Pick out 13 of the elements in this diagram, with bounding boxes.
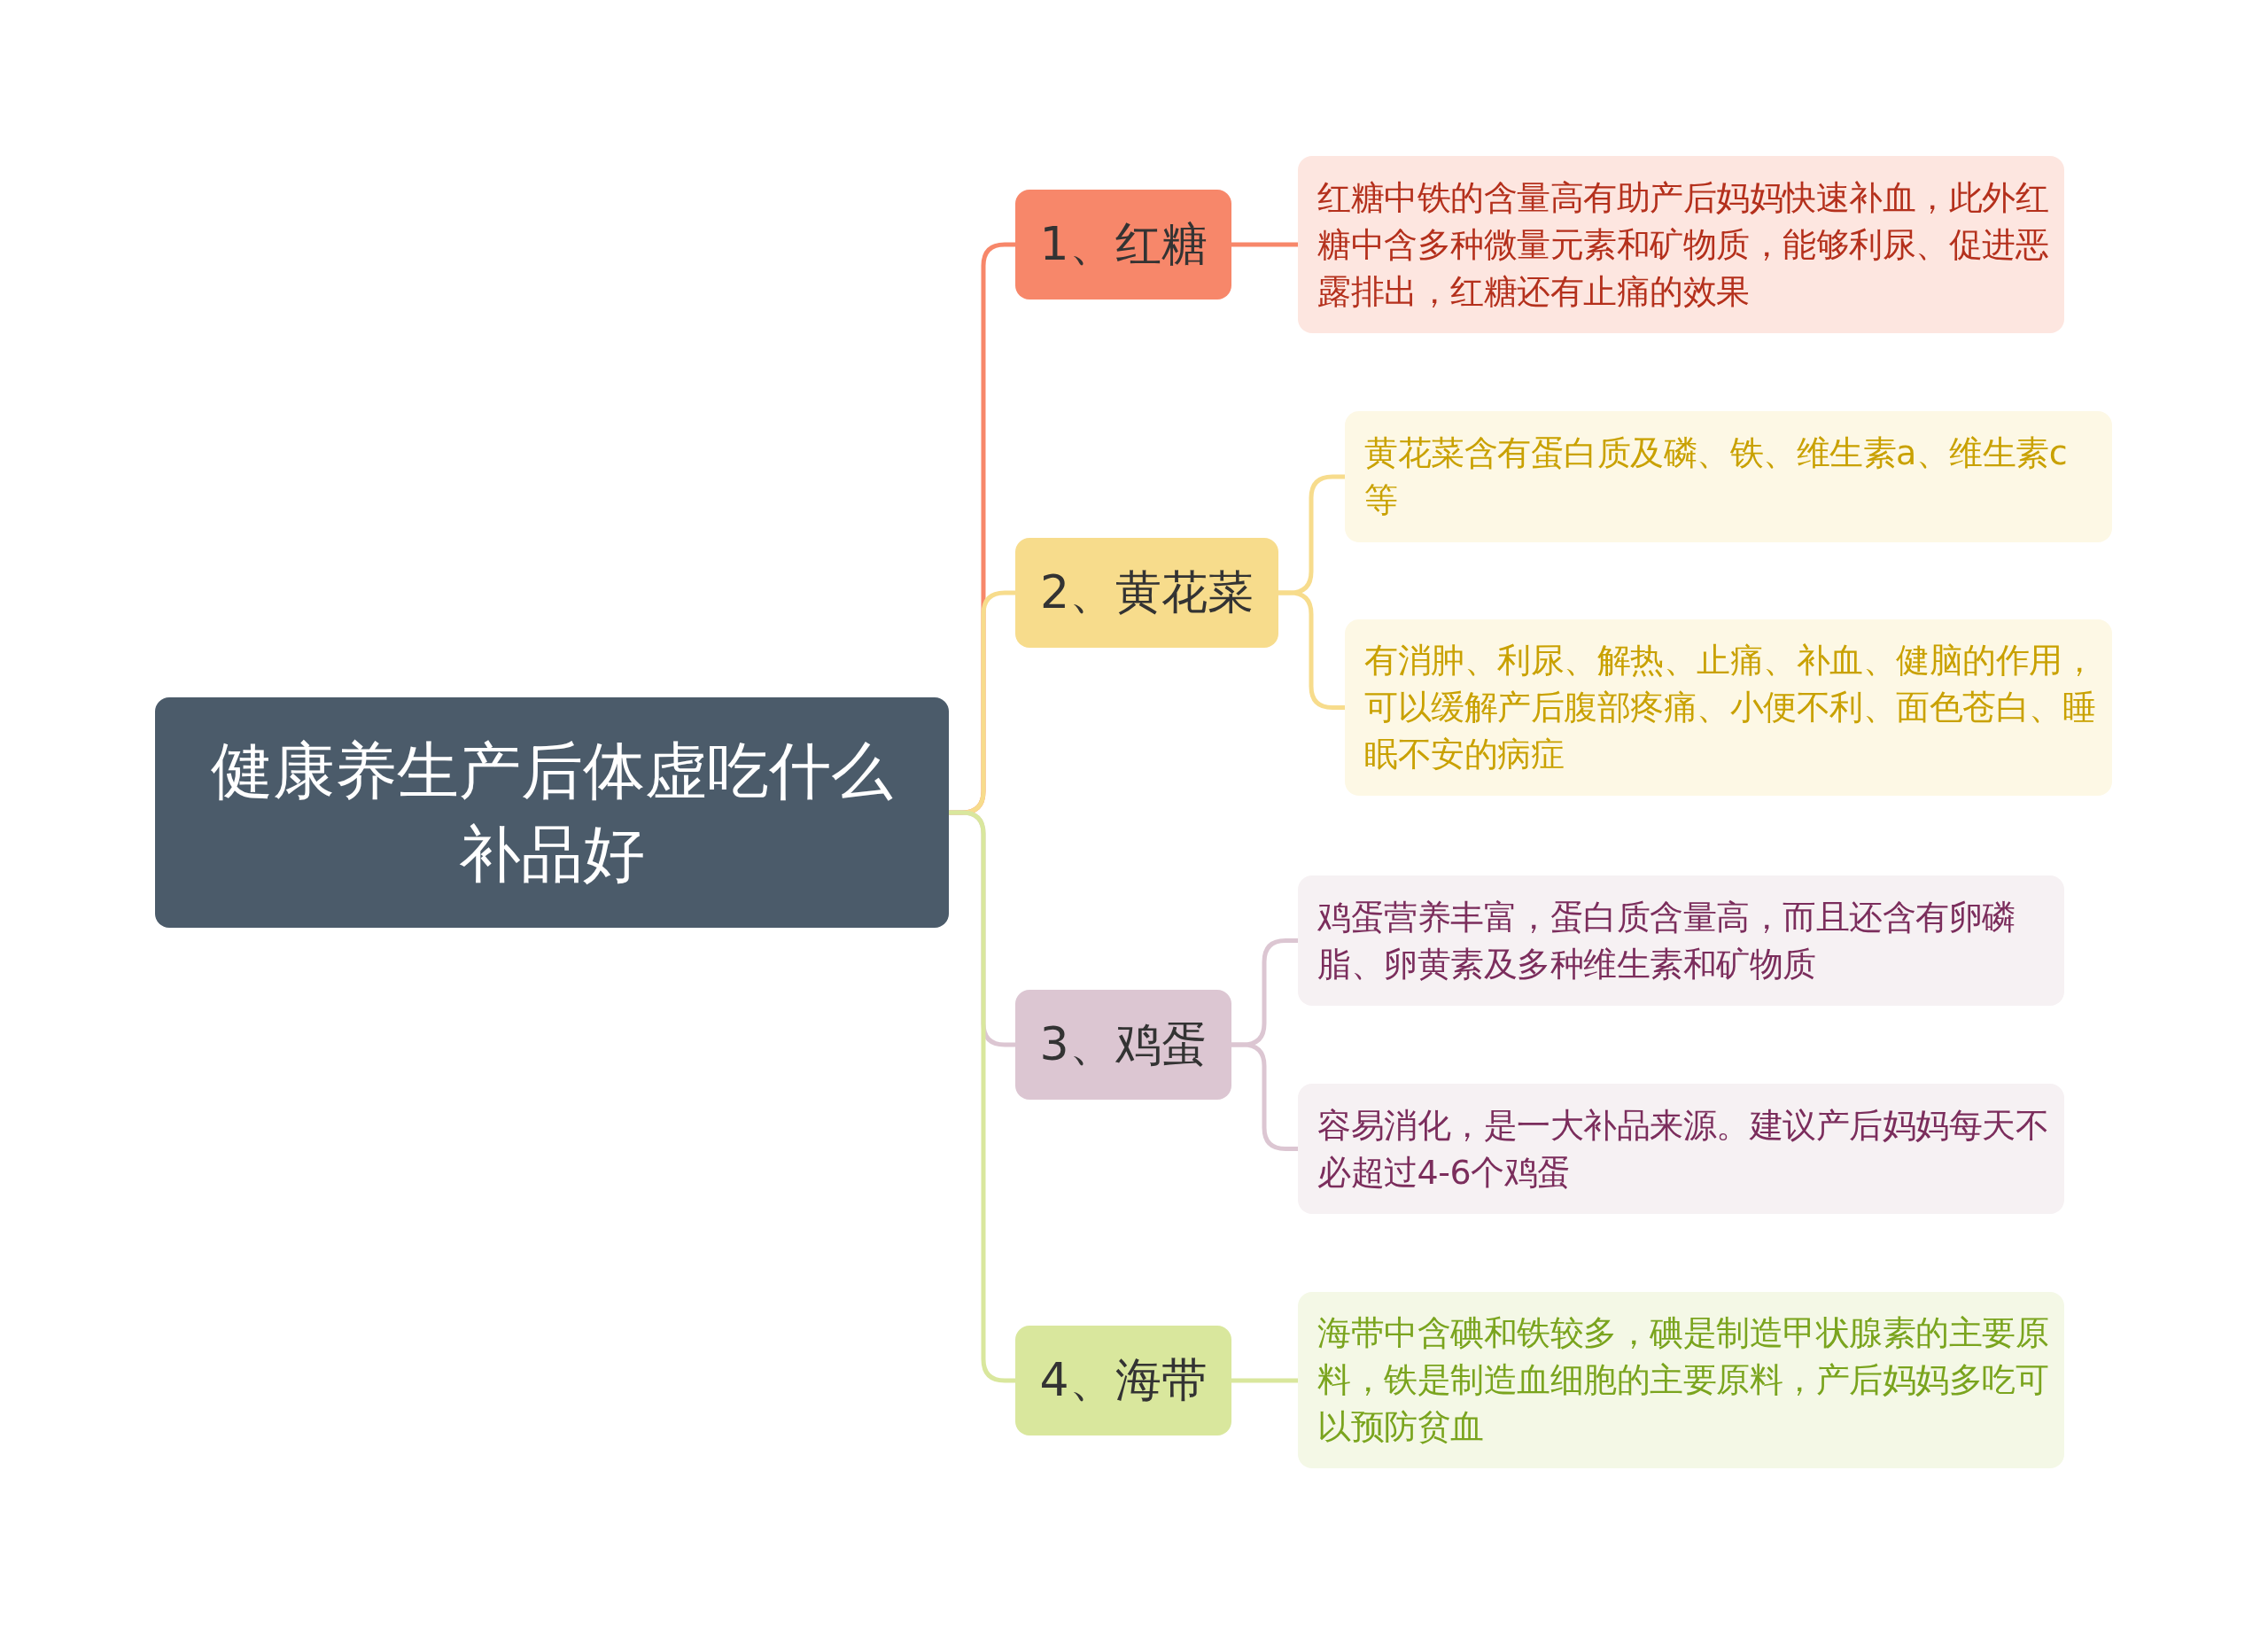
note-box: 容易消化，是一大补品来源。建议产后妈妈每天不必超过4-6个鸡蛋 xyxy=(1298,1084,2064,1214)
branch-box: 2、黄花菜 xyxy=(1015,538,1278,648)
connector-line xyxy=(1231,242,1298,247)
branch-box: 4、海带 xyxy=(1015,1326,1231,1435)
note-box: 海带中含碘和铁较多，碘是制造甲状腺素的主要原料，铁是制造血细胞的主要原料，产后妈妈多吃可以预防贫血 xyxy=(1298,1292,2064,1468)
note-box: 红糖中铁的含量高有助产后妈妈快速补血，此外红糖中含多种微量元素和矿物质，能够利尿、促进恶露排出，红糖还有止痛的效果 xyxy=(1298,156,2064,333)
note-box: 有消肿、利尿、解热、止痛、补血、健脑的作用，可以缓解产后腹部疼痛、小便不利、面色苍白、睡眠不安的病症 xyxy=(1345,619,2112,796)
topic-box: 健康养生产后体虚吃什么补品好 xyxy=(155,697,949,928)
branch-box: 3、鸡蛋 xyxy=(1015,990,1231,1100)
connector-line xyxy=(1231,1378,1298,1383)
branch-box: 1、红糖 xyxy=(1015,190,1231,300)
note-box: 鸡蛋营养丰富，蛋白质含量高，而且还含有卵磷脂、卵黄素及多种维生素和矿物质 xyxy=(1298,875,2064,1006)
note-box: 黄花菜含有蛋白质及磷、铁、维生素a、维生素c等 xyxy=(1345,411,2112,542)
